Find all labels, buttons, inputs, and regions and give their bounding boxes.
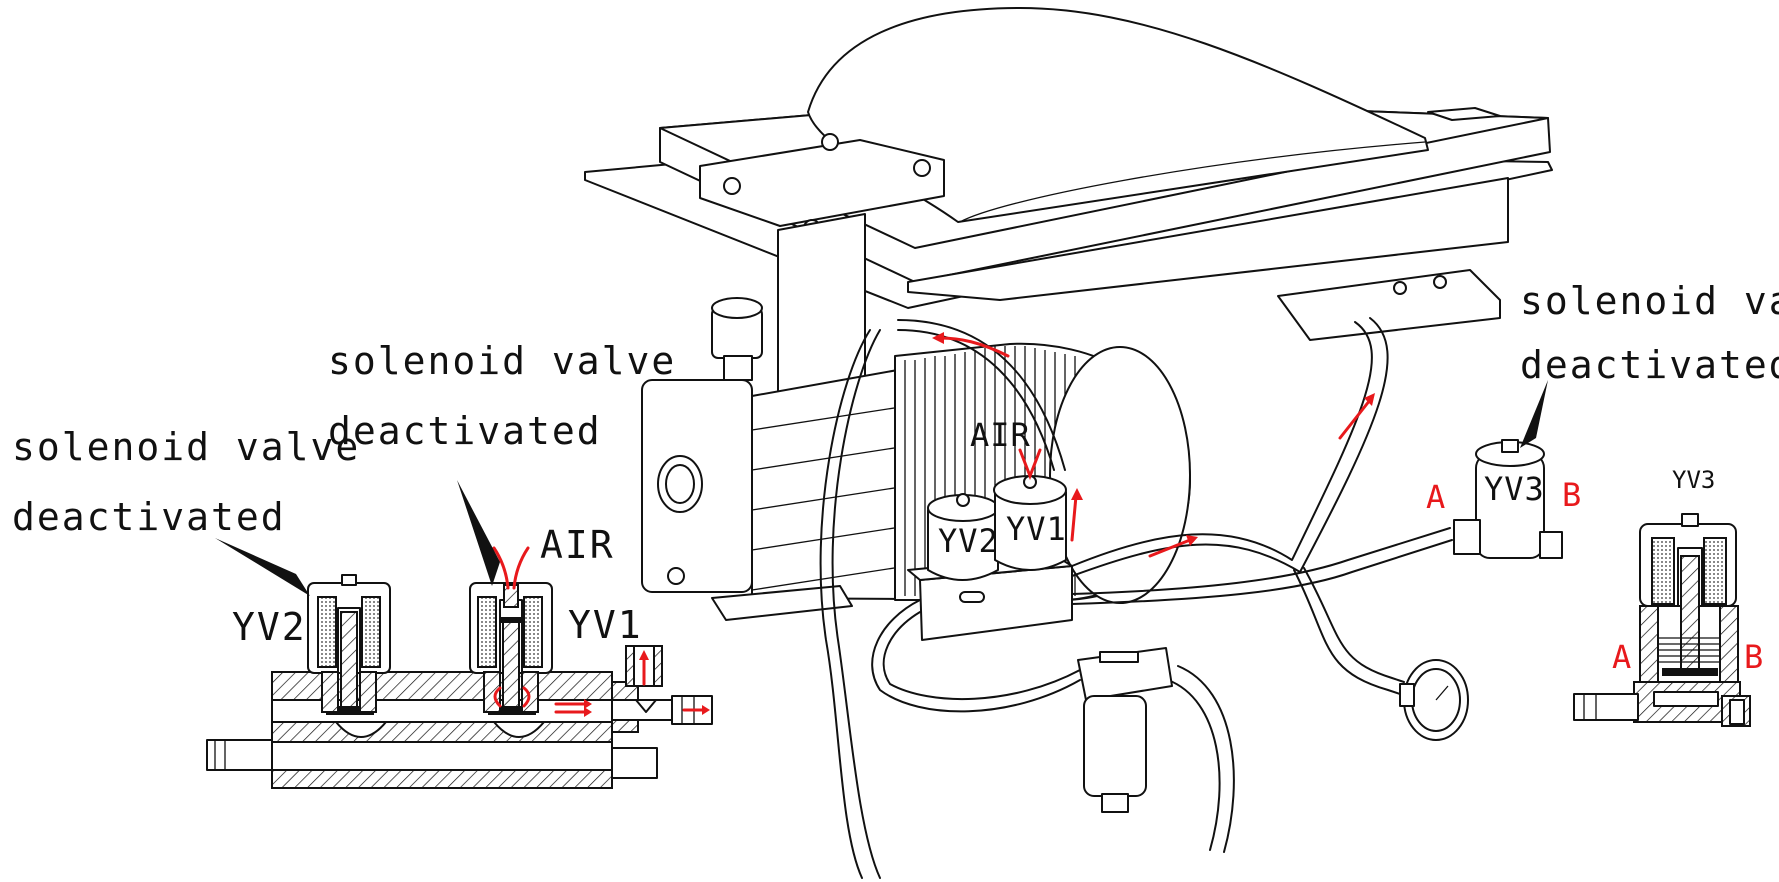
yv1-pointer [457, 480, 500, 586]
yv3-label-section: YV3 [1672, 466, 1715, 494]
flow-arrows-pump [932, 332, 1375, 558]
yv2-note-line2: deactivated [12, 495, 286, 539]
yv3-pointer [1520, 380, 1548, 448]
yv2-label-pump: YV2 [938, 522, 999, 560]
hose-lines [819, 317, 1453, 879]
port-b-label-section: B [1744, 638, 1764, 676]
yv1-note-line2: deactivated [328, 409, 602, 453]
yv1-label-section: YV1 [568, 603, 643, 647]
yv2-valve-section [307, 574, 391, 715]
port-a-label-section: A [1612, 638, 1632, 676]
vacuum-gauge [1399, 659, 1469, 741]
vacuum-pump-assembly [584, 7, 1563, 879]
yv3-label-body: YV3 [1484, 470, 1545, 508]
air-label-pump: AIR [970, 416, 1031, 454]
yv1-label-pump: YV1 [1006, 510, 1067, 548]
inline-filter [1077, 647, 1173, 813]
yv2-pump-coil [927, 493, 999, 581]
yv3-valve-cross-section [1573, 513, 1751, 727]
flow-arrows-section [554, 650, 710, 717]
yv3-note-line1: solenoid valve [1520, 279, 1779, 323]
yv2-label-section: YV2 [232, 605, 307, 649]
yv1-note-line1: solenoid valve [328, 339, 676, 383]
yv3-valve-body [1453, 439, 1563, 559]
yv3-note-line2: deactivated [1520, 343, 1779, 387]
air-label-section: AIR [540, 523, 615, 567]
valve-block-cross-section [206, 480, 713, 789]
yv2-note-line1: solenoid valve [12, 425, 360, 469]
port-b-label-body: B [1562, 476, 1582, 514]
yv1-pump-coil [993, 448, 1067, 571]
port-a-label-body: A [1426, 478, 1446, 516]
yv2-pointer [215, 538, 310, 596]
yv1-valve-section [469, 546, 553, 715]
